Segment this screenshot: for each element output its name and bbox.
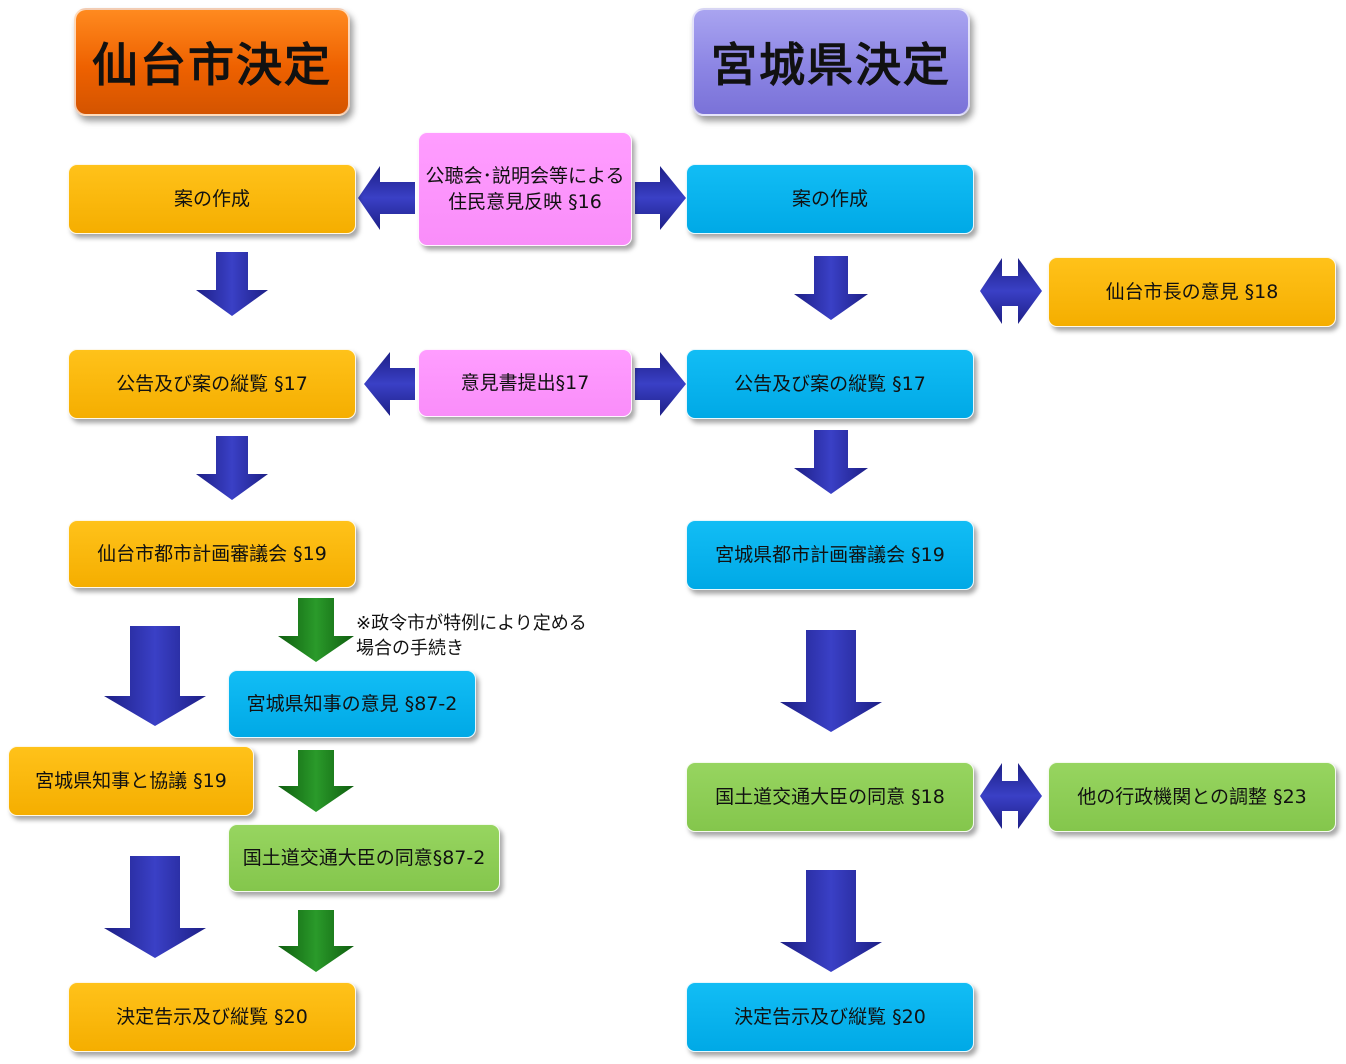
governor-opinion-box: 宮城県知事の意見 §87-2 bbox=[228, 670, 476, 738]
sendai-draft-label: 案の作成 bbox=[173, 188, 250, 210]
down-arrow-icon bbox=[278, 750, 354, 812]
miyagi-notice-label: 公告及び案の縦覧 §17 bbox=[734, 373, 926, 395]
other-agencies-box: 他の行政機関との調整 §23 bbox=[1048, 762, 1336, 832]
note-line-2: 場合の手続き bbox=[356, 638, 464, 659]
miyagi-draft-box: 案の作成 bbox=[686, 164, 974, 234]
header-sendai-decision: 仙台市決定 bbox=[74, 8, 350, 116]
miyagi-final-label: 決定告示及び縦覧 §20 bbox=[734, 1006, 926, 1028]
sendai-minister-consent-label: 国土道交通大臣の同意§87-2 bbox=[242, 847, 486, 869]
right-arrow-icon bbox=[635, 166, 686, 230]
sendai-final-box: 決定告示及び縦覧 §20 bbox=[68, 982, 356, 1052]
down-arrow-icon bbox=[196, 252, 268, 316]
right-arrow-icon bbox=[635, 352, 686, 416]
miyagi-minister-consent-box: 国土道交通大臣の同意 §18 bbox=[686, 762, 974, 832]
mayor-opinion-label: 仙台市長の意見 §18 bbox=[1105, 281, 1279, 303]
down-arrow-icon bbox=[780, 630, 882, 732]
miyagi-council-label: 宮城県都市計画審議会 §19 bbox=[715, 544, 945, 566]
sendai-notice-label: 公告及び案の縦覧 §17 bbox=[116, 373, 308, 395]
opinion-submit-label: 意見書提出§17 bbox=[460, 372, 590, 394]
governor-consult-box: 宮城県知事と協議 §19 bbox=[8, 746, 254, 816]
down-arrow-icon bbox=[278, 910, 354, 972]
governor-consult-label: 宮城県知事と協議 §19 bbox=[35, 770, 227, 792]
other-agencies-label: 他の行政機関との調整 §23 bbox=[1077, 786, 1307, 808]
sendai-draft-box: 案の作成 bbox=[68, 164, 356, 234]
sendai-minister-consent-box: 国土道交通大臣の同意§87-2 bbox=[228, 824, 500, 892]
double-arrow-icon bbox=[980, 763, 1042, 829]
sendai-notice-box: 公告及び案の縦覧 §17 bbox=[68, 349, 356, 419]
public-hearing-line-1: 公聴会･説明会等による bbox=[425, 165, 625, 187]
miyagi-minister-consent-label: 国土道交通大臣の同意 §18 bbox=[715, 786, 945, 808]
down-arrow-icon bbox=[104, 856, 206, 958]
left-arrow-icon bbox=[358, 166, 415, 230]
down-arrow-icon bbox=[794, 256, 868, 320]
mayor-opinion-box: 仙台市長の意見 §18 bbox=[1048, 257, 1336, 327]
down-arrow-icon bbox=[196, 436, 268, 500]
left-arrow-icon bbox=[364, 352, 415, 416]
sendai-council-label: 仙台市都市計画審議会 §19 bbox=[97, 543, 327, 565]
miyagi-council-box: 宮城県都市計画審議会 §19 bbox=[686, 520, 974, 590]
header-miyagi-decision: 宮城県決定 bbox=[692, 8, 970, 116]
designated-city-note: ※政令市が特例により定める 場合の手続き bbox=[356, 611, 587, 661]
down-arrow-icon bbox=[104, 626, 206, 726]
miyagi-draft-label: 案の作成 bbox=[791, 188, 868, 210]
down-arrow-icon bbox=[794, 430, 868, 494]
down-arrow-icon bbox=[780, 870, 882, 972]
double-arrow-icon bbox=[980, 258, 1042, 324]
opinion-submit-box: 意見書提出§17 bbox=[418, 349, 632, 417]
miyagi-final-box: 決定告示及び縦覧 §20 bbox=[686, 982, 974, 1052]
public-hearing-box: 公聴会･説明会等による 住民意見反映 §16 bbox=[418, 132, 632, 246]
governor-opinion-label: 宮城県知事の意見 §87-2 bbox=[246, 693, 458, 715]
sendai-final-label: 決定告示及び縦覧 §20 bbox=[116, 1006, 308, 1028]
note-line-1: ※政令市が特例により定める bbox=[356, 613, 587, 634]
miyagi-notice-box: 公告及び案の縦覧 §17 bbox=[686, 349, 974, 419]
down-arrow-icon bbox=[278, 598, 354, 662]
sendai-council-box: 仙台市都市計画審議会 §19 bbox=[68, 520, 356, 588]
public-hearing-line-2: 住民意見反映 §16 bbox=[448, 191, 602, 213]
